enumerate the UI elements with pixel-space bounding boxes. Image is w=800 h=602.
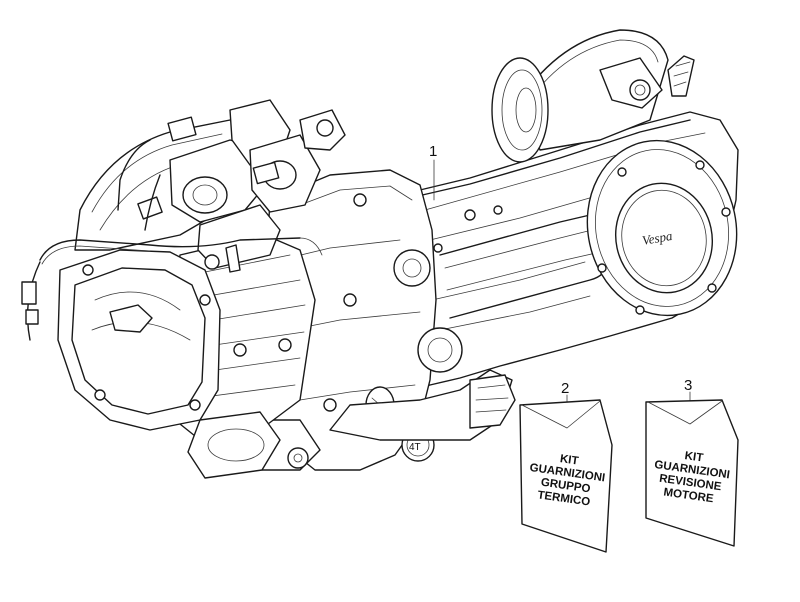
engine-assembly-drawing: Vespa	[21, 29, 739, 479]
gasket-kit-3: 3 KIT GUARNIZIONI REVISIONE MOTORE	[645, 377, 739, 547]
oil-plug-mark: 4T	[409, 442, 421, 453]
callout-1: 1	[429, 143, 437, 201]
vespa-logo-text: Vespa	[641, 228, 674, 248]
kit-2-line-1: KIT	[559, 453, 579, 467]
callout-2-label: 2	[561, 380, 569, 397]
callout-1-label: 1	[429, 143, 437, 160]
kit-3-line-1: KIT	[684, 450, 704, 464]
cover-bolts	[433, 160, 731, 315]
gasket-kit-2: 2 KIT GUARNIZIONI GRUPPO TERMICO	[519, 380, 613, 553]
callout-3-label: 3	[684, 377, 692, 394]
